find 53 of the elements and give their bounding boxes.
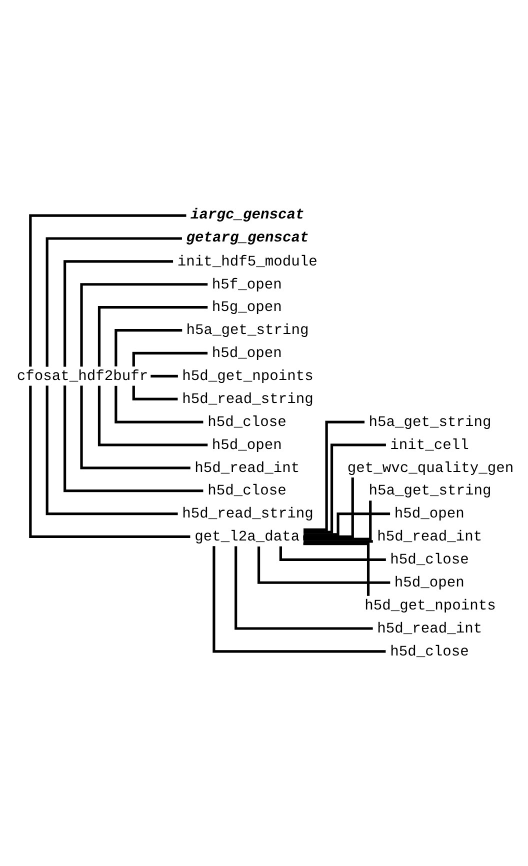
- connector: [303, 500, 372, 540]
- connector: [257, 546, 390, 584]
- node-text: h5g_open: [212, 300, 282, 316]
- connector: [132, 351, 208, 366]
- connector: [303, 443, 386, 533]
- node-text: h5d_read_int: [194, 460, 300, 476]
- node-text: h5f_open: [212, 276, 282, 293]
- connector: [29, 385, 190, 538]
- connector: [98, 306, 208, 366]
- connector: [114, 328, 182, 366]
- node-text: cfosat_hdf2bufr: [16, 368, 148, 385]
- node-text: h5d_read_string: [182, 506, 314, 522]
- node-text: get_wvc_quality_gen: [347, 460, 514, 476]
- connector: [114, 385, 204, 423]
- node-text: getarg_genscat: [186, 230, 309, 246]
- node-text: h5a_get_string: [368, 414, 492, 430]
- connector: [303, 476, 354, 538]
- node-text: init_hdf5_module: [177, 254, 318, 270]
- node-text: h5d_read_string: [182, 391, 314, 408]
- node-text: h5d_read_int: [377, 529, 482, 546]
- node-text: h5d_close: [208, 483, 286, 500]
- connector: [64, 385, 204, 492]
- connector: [132, 385, 178, 400]
- connector: [46, 236, 182, 366]
- node-text: h5a_get_string: [186, 322, 309, 339]
- connector: [29, 214, 186, 366]
- node-text: h5d_close: [208, 414, 286, 430]
- connector: [212, 546, 386, 652]
- connector: [279, 546, 386, 560]
- connector: [304, 540, 373, 542]
- node-text: h5d_get_npoints: [182, 368, 314, 385]
- node-text: h5d_open: [212, 437, 282, 454]
- node-text: h5d_open: [394, 574, 464, 591]
- connector: [80, 385, 190, 469]
- connector: [80, 282, 208, 366]
- connector: [234, 546, 373, 630]
- connector: [46, 385, 178, 515]
- node-text: h5d_read_int: [377, 620, 482, 637]
- connector: [64, 260, 174, 366]
- node-text: h5d_open: [394, 506, 464, 522]
- node-text: h5d_open: [212, 346, 282, 362]
- node-text: h5a_get_string: [368, 483, 492, 500]
- node-text: init_cell: [390, 437, 469, 454]
- connector: [150, 374, 178, 377]
- connector: [303, 542, 370, 596]
- connector: [304, 512, 390, 536]
- node-text: h5d_close: [390, 552, 469, 568]
- node-text: h5d_close: [390, 644, 469, 660]
- connector: [98, 385, 208, 446]
- node-text: h5d_get_npoints: [364, 598, 496, 614]
- node-text: get_l2a_data: [194, 529, 300, 546]
- node-text: iargc_genscat: [190, 206, 304, 223]
- connector: [304, 420, 365, 530]
